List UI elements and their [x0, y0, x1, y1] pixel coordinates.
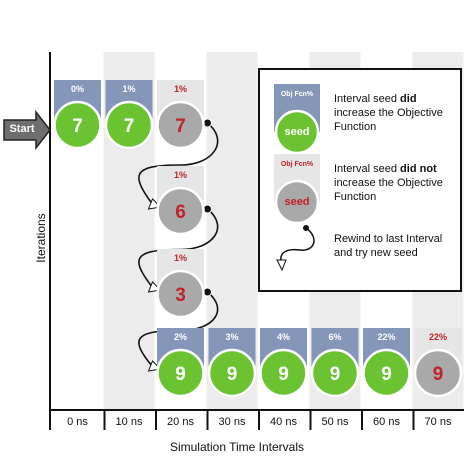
x-tick-label: 50 ns [321, 416, 349, 428]
legend-box: Obj Fcn% seed Obj Fcn% seed Interval see… [258, 68, 462, 292]
seed-circle-improved [207, 348, 257, 398]
legend-improved-post: increase the Objective Function [334, 107, 443, 133]
seed-circle-improved [362, 348, 411, 398]
x-tick-label: 40 ns [270, 416, 297, 428]
obj-fcn-percent: 0% [71, 84, 84, 94]
seed-value: 6 [175, 202, 186, 223]
legend-improved-text: Interval seed did increase the Objective… [334, 92, 454, 134]
seed-value: 3 [175, 285, 186, 306]
x-tick-label: 60 ns [373, 416, 400, 428]
seed-cell: 1% 7 [104, 80, 154, 150]
axes [49, 52, 464, 430]
legend-seed-label-1: seed [284, 126, 310, 138]
seed-circle-not-improved [413, 348, 463, 398]
obj-fcn-percent: 4% [277, 332, 290, 342]
seed-value: 9 [278, 364, 289, 385]
rewind-arrows [138, 118, 219, 372]
obj-fcn-percent: 6% [328, 332, 341, 342]
seed-value: 9 [227, 364, 238, 385]
seed-circle-improved [156, 348, 205, 398]
x-tick-label: 10 ns [115, 416, 143, 428]
obj-fcn-percent: 2% [174, 332, 187, 342]
legend-improved-bold: did [400, 93, 417, 105]
seed-circle-improved [310, 348, 360, 398]
start-label: Start [9, 123, 35, 135]
legend-not-improved-text: Interval seed did not increase the Objec… [334, 162, 454, 204]
obj-fcn-percent: 3% [225, 332, 238, 342]
seed-value: 9 [433, 364, 444, 385]
seed-circle-improved [104, 100, 154, 150]
legend-not-improved-symbol [274, 154, 320, 225]
obj-fcn-percent: 1% [122, 84, 135, 94]
legend-obj-label-1: Obj Fcn% [280, 91, 314, 98]
legend-symbols [274, 84, 320, 272]
seed-circle-not-improved [156, 100, 205, 150]
seed-value: 7 [124, 116, 135, 137]
x-tick-label: 70 ns [424, 416, 452, 428]
rewind-arrow-path [138, 122, 219, 208]
seed-value: 9 [381, 364, 392, 385]
seed-cell: 3% 9 [207, 328, 257, 398]
seed-cell: 1% 6 [156, 166, 205, 236]
legend-not-bold: did not [400, 163, 437, 175]
legend-obj-label-2: Obj Fcn% [280, 161, 314, 168]
seed-cell: 2% 9 [156, 328, 205, 398]
seed-circle-not-improved [156, 186, 205, 236]
obj-fcn-percent: 22% [377, 332, 395, 342]
seed-value: 9 [175, 364, 186, 385]
seed-cell: 1% 7 [156, 80, 205, 150]
obj-fcn-percent: 1% [174, 84, 187, 94]
obj-fcn-percent: 1% [174, 253, 187, 263]
seed-circle-not-improved [156, 269, 205, 319]
start-arrow [3, 109, 51, 151]
seed-circle-improved [53, 100, 102, 150]
legend-improved-pre: Interval seed [334, 93, 401, 105]
legend-rewind-symbol [276, 224, 315, 272]
seed-cells: 0% 7 1% 7 1% 7 1% 6 1% 3 2% 9 3% 9 4% 9 6% 9 22% 9 22% 9 [53, 80, 463, 398]
seed-cell: 22% 9 [413, 328, 463, 398]
x-tick-label: 30 ns [218, 416, 246, 428]
legend-not-pre: Interval seed [334, 163, 401, 175]
obj-fcn-percent: 1% [174, 170, 187, 180]
x-tick-label: 0 ns [67, 416, 88, 428]
y-axis-label: Iterations [34, 213, 48, 263]
obj-fcn-percent: 22% [429, 332, 447, 342]
seed-value: 7 [72, 116, 83, 137]
legend-not-post: increase the Objective Function [334, 177, 443, 203]
seed-value: 7 [175, 116, 186, 137]
x-axis-label: Simulation Time Intervals [169, 440, 305, 454]
seed-cell: 22% 9 [362, 328, 411, 398]
legend-rewind-text: Rewind to last Interval and try new seed [334, 233, 443, 259]
seed-cell: 0% 7 [53, 80, 102, 150]
seed-cell: 4% 9 [259, 328, 308, 398]
seed-circle-improved [259, 348, 308, 398]
seed-cell: 6% 9 [310, 328, 360, 398]
seed-value: 9 [330, 364, 341, 385]
legend-improved-symbol [274, 84, 320, 155]
seed-cell: 1% 3 [156, 249, 205, 319]
legend-seed-label-2: seed [284, 196, 310, 208]
x-tick-label: 20 ns [167, 416, 194, 428]
